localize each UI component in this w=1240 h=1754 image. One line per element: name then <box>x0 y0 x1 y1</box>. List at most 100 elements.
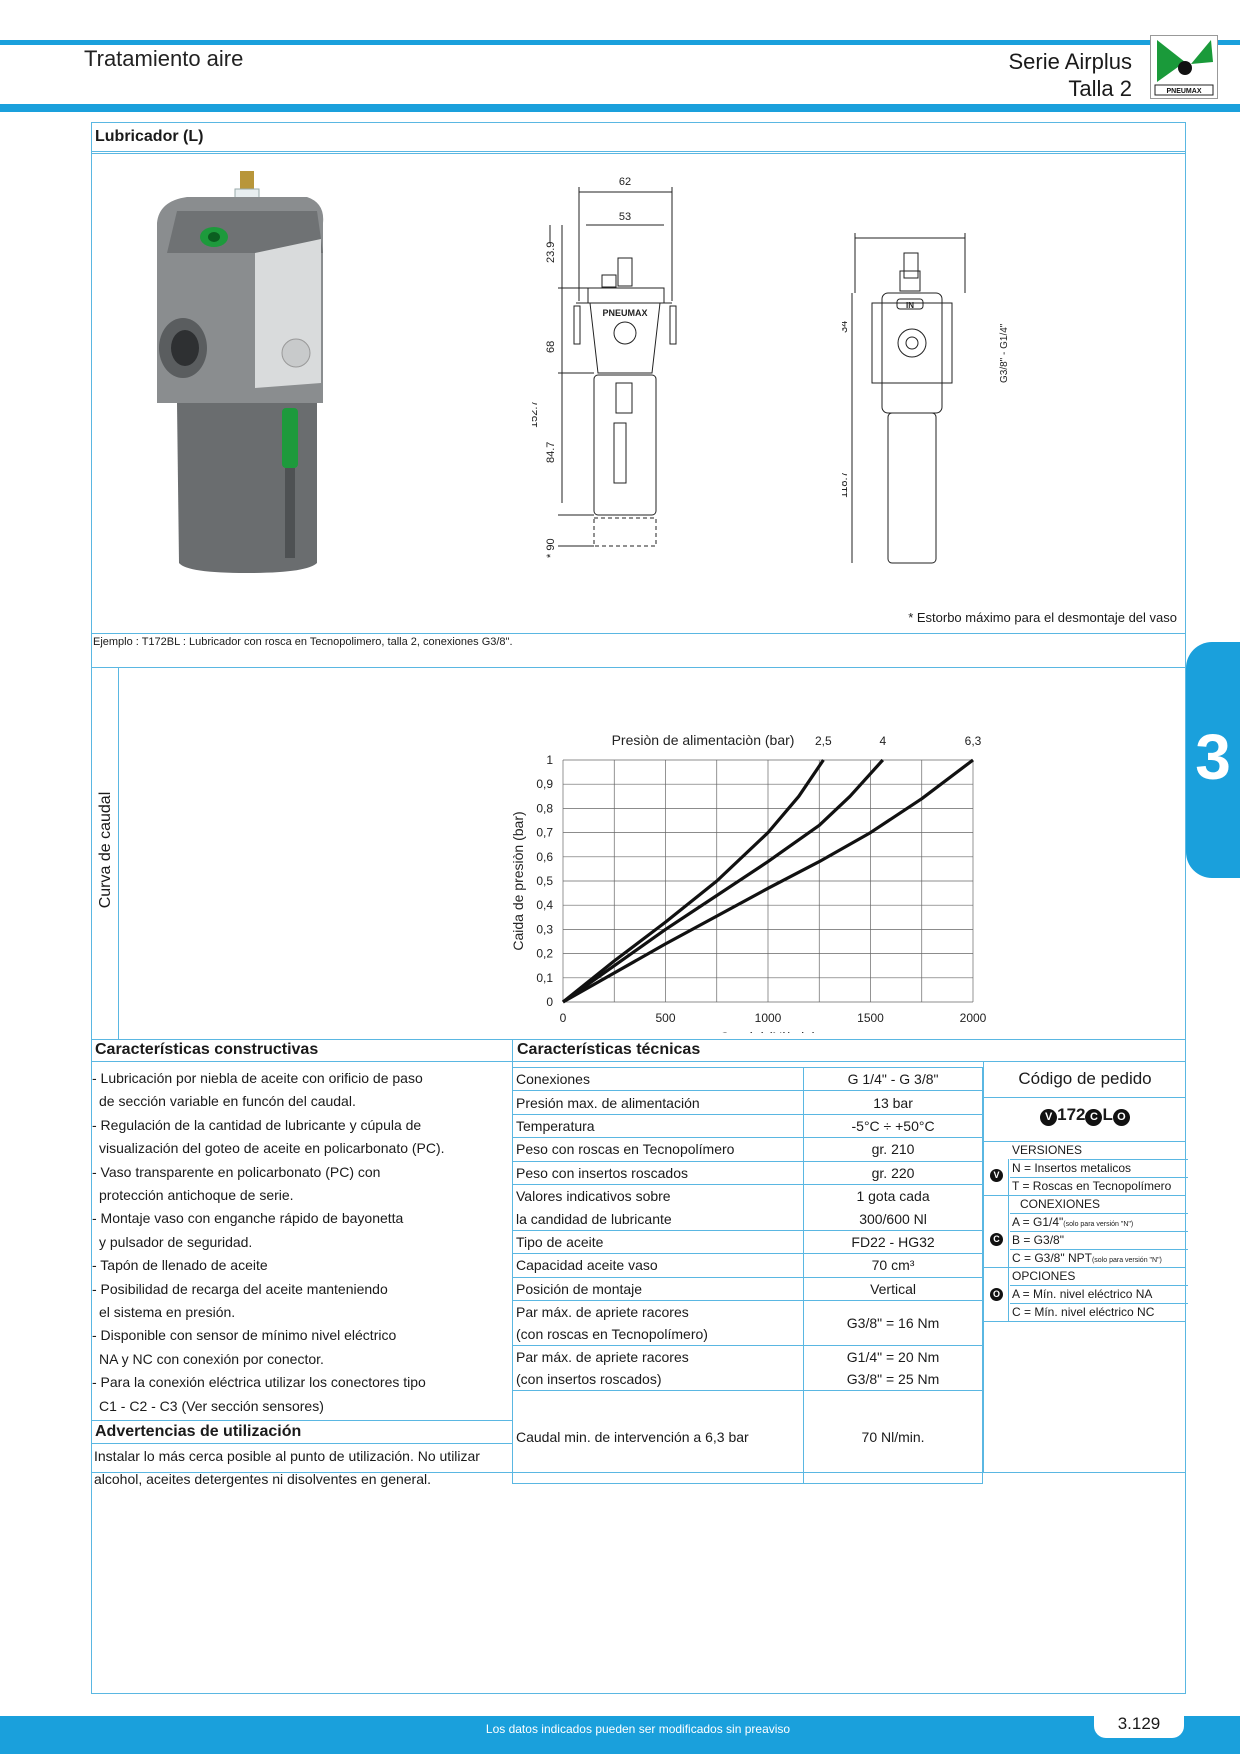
specs-header-bar: Características constructivas Caracterís… <box>92 1039 1185 1062</box>
dim-84-7: 84.7 <box>545 442 557 463</box>
logo-text: PNEUMAX <box>1166 88 1201 95</box>
dim-g: G3/8" - G1/4" <box>999 323 1010 383</box>
list-item: - Vaso transparente en policarbonato (PC… <box>92 1163 381 1180</box>
list-item: protección antichoque de serie. <box>99 1187 294 1204</box>
list-item: - Posibilidad de recarga del aceite mant… <box>92 1280 388 1297</box>
marker-v: V <box>990 1169 1003 1182</box>
table-row: Temperatura-5°C ÷ +50°C <box>511 1113 983 1139</box>
product-title: Lubricador (L) <box>95 128 204 145</box>
x-tick-label: 0 <box>560 1011 567 1025</box>
section-tab[interactable]: 3 <box>1186 642 1240 878</box>
header-bottom-line <box>0 104 1240 112</box>
list-item: visualización del goteo de aceite en pol… <box>99 1140 445 1157</box>
advertencias-title: Advertencias de utilización <box>95 1423 302 1440</box>
y-tick-label: 0,7 <box>536 826 553 840</box>
footer-note: Los datos indicados pueden ser modificad… <box>485 1722 791 1736</box>
talla-label: Talla 2 <box>1068 76 1132 101</box>
series-line-6,3 <box>562 758 974 1004</box>
front-brand-text: PNEUMAX <box>602 308 647 318</box>
serie-label: Serie Airplus Talla 2 <box>1008 48 1132 102</box>
series-line-4 <box>562 758 884 1004</box>
version-t: T = Roscas en Tecnopolímero <box>1010 1177 1188 1195</box>
y-tick-label: 0,8 <box>536 801 553 815</box>
advertencias-bar: Advertencias de utilización <box>92 1420 512 1444</box>
codigo-title: Código de pedido <box>1018 1069 1152 1088</box>
dim-23-9: 23.9 <box>545 242 557 263</box>
brand-logo: PNEUMAX <box>1150 35 1218 99</box>
opcion-c: C = Mín. nivel eléctrico NC <box>1010 1303 1188 1321</box>
versiones-title: VERSIONES <box>1012 1143 1083 1157</box>
y-tick-label: 0,6 <box>536 850 553 864</box>
side-view-drawing: 57 IN 34 118.7 G3/8" - G1/4" <box>838 222 1022 583</box>
series-label: 2,5 <box>815 734 832 748</box>
list-item: - Regulación de la cantidad de lubricant… <box>92 1116 422 1133</box>
y-tick-label: 0,1 <box>536 971 553 985</box>
in-label: IN <box>906 301 914 310</box>
chart-side-label: Curva de caudal <box>97 791 114 909</box>
chart-title: Presiòn de alimentaciòn (bar) <box>612 732 795 748</box>
y-tick-label: 0,4 <box>536 898 553 912</box>
constructivas-title: Características constructivas <box>95 1041 319 1058</box>
series-line-2,5 <box>561 759 825 1004</box>
y-tick-label: 0,9 <box>536 777 553 791</box>
front-view-drawing: 62 53 PNEUMAX 23.9 68 152.7 84.7 * 90 <box>528 173 892 583</box>
list-item: de sección variable en funcón del caudal… <box>99 1093 356 1110</box>
opcion-a: A = Mín. nivel eléctrico NA <box>1010 1285 1188 1303</box>
marker-o: O <box>990 1288 1003 1301</box>
y-tick-label: 1 <box>546 753 553 767</box>
dim-53: 53 <box>619 211 631 223</box>
list-item: - Disponible con sensor de mínimo nivel … <box>92 1327 397 1344</box>
x-tick-label: 500 <box>655 1011 675 1025</box>
product-title-bar: Lubricador (L) <box>92 123 1185 152</box>
version-n: N = Insertos metalicos <box>1010 1159 1188 1177</box>
dim-57: 57 <box>904 233 916 234</box>
marker-c: C <box>990 1233 1003 1246</box>
serie-name: Serie Airplus <box>1008 49 1132 74</box>
list-item: NA y NC con conexión por conector. <box>99 1350 324 1367</box>
y-axis-label: Caida de presiòn (bar) <box>510 811 526 950</box>
x-tick-label: 1500 <box>857 1011 884 1025</box>
list-item: - Lubricación por niebla de aceite con o… <box>92 1070 423 1086</box>
table-row: Par máx. de apriete racores(con roscas e… <box>511 1299 983 1346</box>
dim-34: 34 <box>842 321 850 333</box>
y-tick-label: 0,2 <box>536 947 553 961</box>
header-top-line <box>0 40 1240 45</box>
x-tick-label: 2000 <box>960 1011 987 1025</box>
footer-bar <box>0 1716 1240 1754</box>
x-axis-label: Caudal (Nl/min) <box>719 1029 816 1033</box>
y-tick-label: 0 <box>546 995 553 1009</box>
section-number: 3 <box>1195 721 1231 793</box>
list-item: el sistema en presión. <box>99 1304 236 1321</box>
series-label: 6,3 <box>965 734 982 748</box>
table-row: Par máx. de apriete racores(con insertos… <box>511 1344 983 1391</box>
constructivas-list: - Lubricación por niebla de aceite con o… <box>92 1067 510 1418</box>
divider <box>92 667 1185 668</box>
advertencias-line: Instalar lo más cerca posible al punto d… <box>94 1448 480 1464</box>
dim-62: 62 <box>619 176 631 188</box>
dim-68: 68 <box>545 341 557 353</box>
product-photo <box>147 153 347 573</box>
advertencias-line: alcohol, aceites detergentes ni disolven… <box>94 1471 431 1488</box>
dim-118-7: 118.7 <box>842 471 850 498</box>
chart-side-rule <box>114 667 119 1039</box>
page-title: Tratamiento aire <box>84 46 244 71</box>
dim-152-7: 152.7 <box>532 400 540 428</box>
estorbo-note: * Estorbo máximo para el desmontaje del … <box>908 610 1177 625</box>
conexiones-title: CONEXIONES <box>1020 1197 1101 1211</box>
opciones-title: OPCIONES <box>1012 1269 1076 1283</box>
series-label: 4 <box>879 734 886 748</box>
